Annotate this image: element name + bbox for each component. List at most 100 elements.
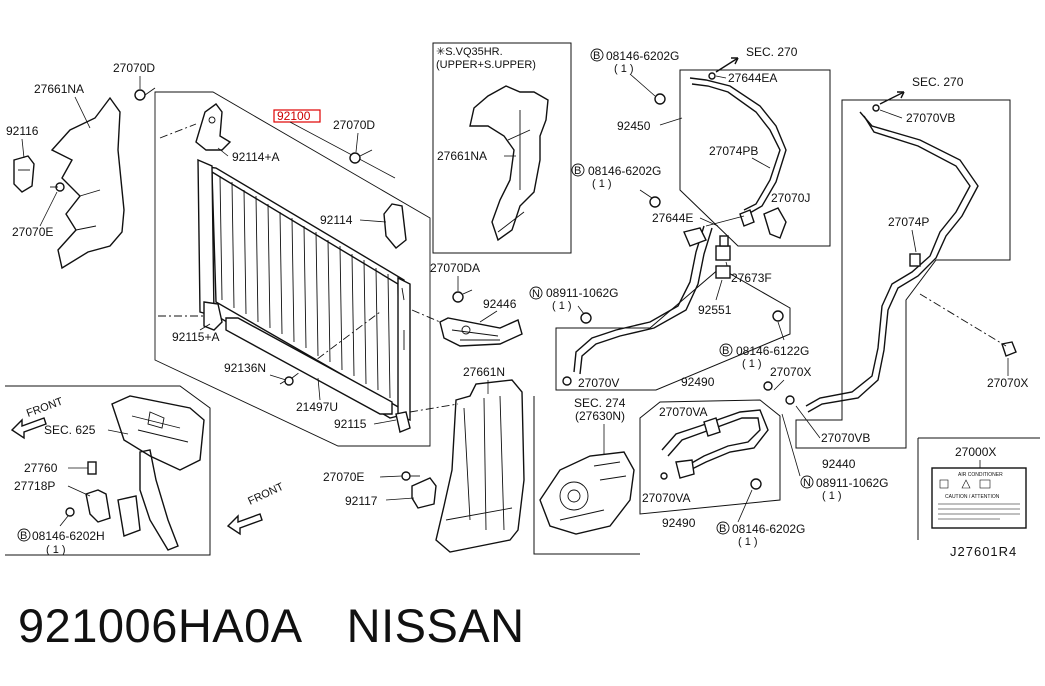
oring-27644EA bbox=[708, 72, 716, 80]
label-27070VA-a: 27070VA bbox=[659, 405, 708, 419]
ac-label-caution: CAUTION / ATTENTION bbox=[945, 494, 1000, 500]
label-92136N: 92136N bbox=[224, 361, 266, 375]
label-08146-6202G-low-qty: ( 1 ) bbox=[738, 536, 758, 548]
bolt-08146-6122G bbox=[772, 310, 784, 322]
label-27644EA: 27644EA bbox=[728, 71, 777, 85]
label-sec625: SEC. 625 bbox=[44, 423, 96, 437]
bolt-08146-6202H bbox=[65, 507, 75, 517]
label-08911-1062G-a-qty: ( 1 ) bbox=[552, 300, 572, 312]
bolt-08146-6202G-top bbox=[654, 93, 666, 105]
label-27070D-top: 27070D bbox=[113, 61, 155, 75]
label-08146-6202G-mid-qty: ( 1 ) bbox=[592, 178, 612, 190]
bolt-27070E-lower bbox=[401, 471, 420, 481]
label-08146-6202G-top-qty: ( 1 ) bbox=[614, 63, 634, 75]
ac-compressor-27630N bbox=[539, 451, 635, 535]
label-92551: 92551 bbox=[698, 303, 732, 317]
label-92446: 92446 bbox=[483, 297, 517, 311]
label-front-2: FRONT bbox=[246, 481, 286, 508]
radiator-lower-bracket-92115A bbox=[203, 301, 223, 331]
label-27070DA: 27070DA bbox=[430, 261, 480, 275]
circle-n-icon-1 bbox=[529, 286, 543, 300]
pipe-92450-box bbox=[679, 69, 831, 247]
inset-note-line1: ✳S.VQ35HR. bbox=[436, 46, 503, 58]
clip-92136N bbox=[279, 376, 294, 386]
radiator-mount-bracket-92114 bbox=[383, 203, 407, 249]
pipe-92440-box bbox=[795, 99, 1011, 449]
radiator-group-outline bbox=[154, 91, 431, 447]
oring-27070X-b bbox=[1001, 341, 1017, 357]
label-92490-b: 92490 bbox=[662, 516, 696, 530]
hose-92490-lower-box bbox=[639, 399, 781, 515]
sec270-arrow-b bbox=[879, 91, 905, 105]
label-92450: 92450 bbox=[617, 119, 651, 133]
oring-27070X-a bbox=[763, 381, 773, 391]
label-27661N: 27661N bbox=[463, 365, 505, 379]
front-arrow-1 bbox=[10, 417, 47, 440]
label-08146-6202H: 08146-6202H bbox=[32, 529, 105, 543]
label-27074PB: 27074PB bbox=[709, 144, 758, 158]
cap-92551 bbox=[715, 265, 731, 279]
svg-text:B: B bbox=[574, 165, 581, 177]
svg-text:B: B bbox=[722, 345, 729, 357]
bolt-08146-6202G-mid bbox=[649, 196, 661, 208]
sec270-arrow-a bbox=[715, 57, 739, 73]
ac-caution-label-27000X: AIR CONDITIONER CAUTION / ATTENTION bbox=[931, 467, 1027, 529]
label-front-1: FRONT bbox=[25, 395, 65, 419]
circle-b-icon-4 bbox=[719, 343, 733, 357]
detail-panel-outline bbox=[5, 385, 211, 556]
compressor-bracket-line bbox=[533, 396, 640, 555]
svg-text:N: N bbox=[803, 477, 811, 489]
label-92117: 92117 bbox=[345, 494, 378, 508]
label-27630N: (27630N) bbox=[575, 409, 625, 423]
svg-text:B: B bbox=[719, 523, 726, 535]
sensor-27760 bbox=[87, 461, 97, 475]
ac-pipe-27074PB bbox=[689, 77, 787, 239]
label-27718P: 27718P bbox=[14, 479, 55, 493]
label-27661NA-inset: 27661NA bbox=[437, 149, 487, 163]
label-92116: 92116 bbox=[6, 124, 39, 138]
label-21497U: 21497U bbox=[296, 400, 338, 414]
label-92115A: 92115+A bbox=[172, 330, 220, 344]
circle-b-icon-5 bbox=[716, 521, 730, 535]
svg-text:B: B bbox=[593, 50, 600, 62]
air-guide-inset-27661NA bbox=[469, 85, 549, 242]
inset-vq35hr-box bbox=[432, 42, 572, 254]
radiator-lower-bracket-92115 bbox=[395, 411, 411, 433]
label-27070VB-b: 27070VB bbox=[821, 431, 870, 445]
radiator-upper-shroud-part bbox=[50, 96, 125, 270]
radiator-seal-21497U bbox=[225, 317, 393, 415]
label-27673F: 27673F bbox=[731, 271, 772, 285]
label-sec274: SEC. 274 bbox=[574, 396, 626, 410]
label-27000X: 27000X bbox=[955, 445, 996, 459]
label-08146-6202G-top: 08146-6202G bbox=[606, 49, 679, 63]
bolt-27070E-left bbox=[50, 182, 65, 192]
ac-pipe-92446 bbox=[439, 317, 523, 347]
highlight-box-92100 bbox=[273, 109, 321, 123]
label-92100: 92100 bbox=[277, 109, 311, 123]
radiator-mount-bracket-92114A bbox=[195, 103, 232, 151]
ac-hose-92490-upper bbox=[573, 209, 755, 375]
air-guide-27661N bbox=[435, 379, 525, 553]
bolt-27070D-top bbox=[134, 87, 156, 101]
radiator-core-support-detail bbox=[111, 395, 205, 551]
label-27070VA-b: 27070VA bbox=[642, 491, 691, 505]
valve-27673F bbox=[715, 235, 731, 261]
bolt-08146-6202G-low bbox=[750, 478, 762, 490]
label-27070V: 27070V bbox=[578, 376, 619, 390]
label-27070J: 27070J bbox=[771, 191, 810, 205]
inset-note-line2: (UPPER+S.UPPER) bbox=[436, 59, 536, 71]
bracket-92117 bbox=[411, 477, 437, 509]
label-08146-6202H-qty: ( 1 ) bbox=[46, 544, 66, 556]
circle-b-icon-2 bbox=[590, 48, 604, 62]
label-27070E-left: 27070E bbox=[12, 225, 53, 239]
diagram-id: J27601R4 bbox=[950, 544, 1017, 559]
label-08146-6122G: 08146-6122G bbox=[736, 344, 809, 358]
bolt-27070DA bbox=[452, 289, 473, 303]
label-sec270-b: SEC. 270 bbox=[912, 75, 964, 89]
label-08911-1062G-a: 08911-1062G bbox=[546, 286, 619, 300]
label-27070D-mid: 27070D bbox=[333, 118, 375, 132]
label-27070E-lower: 27070E bbox=[323, 470, 364, 484]
label-92115: 92115 bbox=[334, 417, 367, 431]
hose-92490-box bbox=[555, 267, 791, 391]
